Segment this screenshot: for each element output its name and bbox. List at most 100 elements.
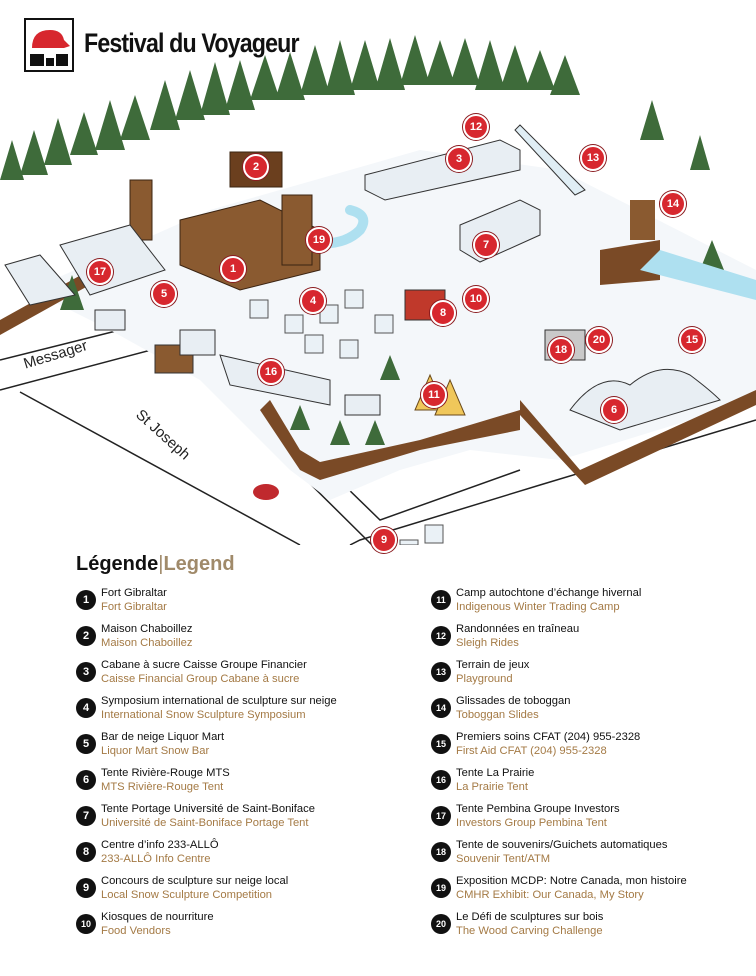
legend-title-fr: Légende: [76, 553, 159, 575]
map-pin-8[interactable]: 8: [430, 300, 456, 326]
legend-label-en: Maison Chaboillez: [101, 637, 193, 649]
map-pin-15[interactable]: 15: [679, 327, 705, 353]
map-pin-2[interactable]: 2: [243, 154, 269, 180]
legend-label-en: Fort Gibraltar: [101, 601, 167, 613]
map-pin-20[interactable]: 20: [586, 327, 612, 353]
legend-label-fr: Concours de sculpture sur neige local: [101, 875, 289, 887]
legend-label-en: Indigenous Winter Trading Camp: [456, 601, 620, 613]
legend-label-en: Liquor Mart Snow Bar: [101, 745, 210, 757]
legend-label-en: Université de Saint-Boniface Portage Ten…: [101, 817, 309, 829]
legend-label-en: Food Vendors: [101, 925, 171, 937]
legend-label-en: Toboggan Slides: [456, 709, 539, 721]
legend-number-badge: 14: [431, 698, 451, 718]
legend-label-fr: Exposition MCDP: Notre Canada, mon histo…: [456, 875, 687, 887]
site-map: Festival du Voyageur Messager St Joseph …: [0, 18, 756, 553]
legend-number-badge: 17: [431, 806, 451, 826]
legend-title-separator: |: [158, 553, 164, 575]
legend-title: Légende|Legend: [76, 553, 235, 576]
legend-number-badge: 15: [431, 734, 451, 754]
legend-number-badge: 8: [76, 842, 96, 862]
legend-number-badge: 12: [431, 626, 451, 646]
legend-label-en: CMHR Exhibit: Our Canada, My Story: [456, 889, 644, 901]
legend-number-badge: 6: [76, 770, 96, 790]
map-pin-19[interactable]: 19: [306, 227, 332, 253]
map-pin-10[interactable]: 10: [463, 286, 489, 312]
legend-number-badge: 19: [431, 878, 451, 898]
legend-label-fr: Cabane à sucre Caisse Groupe Financier: [101, 659, 307, 671]
map-pin-9[interactable]: 9: [371, 527, 397, 553]
legend-number-badge: 18: [431, 842, 451, 862]
map-pin-12[interactable]: 12: [463, 114, 489, 140]
legend-label-en: Sleigh Rides: [456, 637, 519, 649]
legend-item-19: 19 Exposition MCDP: Notre Canada, mon his…: [431, 874, 756, 910]
map-pin-7[interactable]: 7: [473, 232, 499, 258]
legend-number-badge: 16: [431, 770, 451, 790]
map-pin-5[interactable]: 5: [151, 281, 177, 307]
legend-label-en: First Aid CFAT (204) 955-2328: [456, 745, 607, 757]
legend-label-fr: Symposium international de sculpture sur…: [101, 695, 337, 707]
legend-label-fr: Le Défi de sculptures sur bois: [456, 911, 604, 923]
forest: [0, 35, 724, 445]
legend-label-fr: Camp autochtone d’échange hivernal: [456, 587, 642, 599]
legend-label-en: Souvenir Tent/ATM: [456, 853, 551, 865]
map-illustration: [0, 35, 756, 546]
legend-label-fr: Maison Chaboillez: [101, 623, 193, 635]
map-pin-16[interactable]: 16: [258, 359, 284, 385]
legend-label-fr: Bar de neige Liquor Mart: [101, 731, 225, 743]
legend-number-badge: 5: [76, 734, 96, 754]
map-pin-14[interactable]: 14: [660, 191, 686, 217]
map-pin-13[interactable]: 13: [580, 145, 606, 171]
map-pin-11[interactable]: 11: [421, 382, 447, 408]
legend-number-badge: 3: [76, 662, 96, 682]
festival-logo[interactable]: Festival du Voyageur: [24, 18, 324, 74]
legend-number-badge: 11: [431, 590, 451, 610]
map-pin-1[interactable]: 1: [220, 256, 246, 282]
legend-label-fr: Kiosques de nourriture: [101, 911, 214, 923]
legend-label-en: MTS Rivière-Rouge Tent: [101, 781, 224, 793]
map-pin-4[interactable]: 4: [300, 288, 326, 314]
legend-number-badge: 13: [431, 662, 451, 682]
fort-gibraltar: [129, 151, 321, 291]
legend-label-en: La Prairie Tent: [456, 781, 528, 793]
snow-sculptures: [249, 289, 444, 546]
legend-label-en: The Wood Carving Challenge: [456, 925, 603, 937]
logo-mark-icon: [24, 18, 74, 72]
legend-label-en: Caisse Financial Group Cabane à sucre: [101, 673, 300, 685]
legend-number-badge: 2: [76, 626, 96, 646]
legend-label-en: Investors Group Pembina Tent: [456, 817, 607, 829]
legend-label-fr: Terrain de jeux: [456, 659, 530, 671]
map-pin-17[interactable]: 17: [87, 259, 113, 285]
car: [253, 484, 279, 500]
map-pin-18[interactable]: 18: [548, 337, 574, 363]
legend-label-fr: Glissades de toboggan: [456, 695, 571, 707]
legend-label-fr: Tente Portage Université de Saint-Bonifa…: [101, 803, 315, 815]
logo-text: Festival du Voyageur: [84, 28, 299, 58]
legend-number-badge: 20: [431, 914, 451, 934]
toboggan-slide: [514, 124, 586, 196]
legend-label-en: International Snow Sculpture Symposium: [101, 709, 306, 721]
legend-label-en: Local Snow Sculpture Competition: [101, 889, 273, 901]
legend-label-fr: Premiers soins CFAT (204) 955-2328: [456, 731, 641, 743]
legend-label-fr: Fort Gibraltar: [101, 587, 167, 599]
map-pin-3[interactable]: 3: [446, 146, 472, 172]
legend-label-en: 233-ALLÔ Info Centre: [101, 853, 211, 865]
legend-label-fr: Centre d’info 233-ALLÔ: [101, 839, 219, 851]
map-pin-6[interactable]: 6: [601, 397, 627, 423]
legend-label-fr: Randonnées en traîneau: [456, 623, 580, 635]
